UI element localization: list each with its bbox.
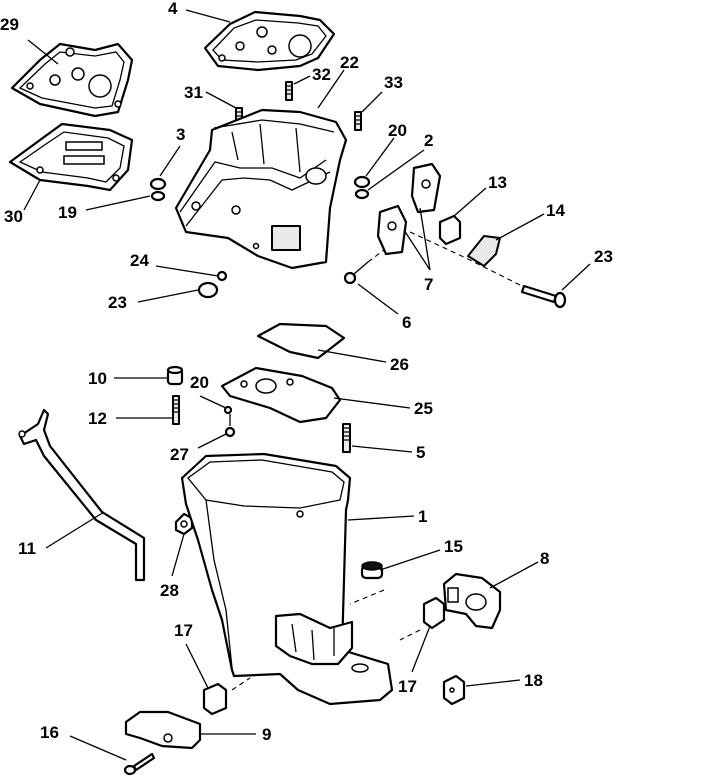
- plug-24: [197, 281, 219, 299]
- callout-18: 18: [524, 671, 543, 690]
- stud-5: [342, 423, 351, 453]
- callout-33: 32: [312, 65, 331, 84]
- callout-15: 14: [546, 201, 565, 220]
- callout-24: 23: [108, 293, 127, 312]
- callout-10: 10: [88, 369, 107, 388]
- callout-1: 1: [418, 507, 427, 526]
- washer-2: [354, 188, 370, 200]
- callout-22: 23: [594, 247, 613, 266]
- bracket-7: [376, 162, 442, 256]
- callout-11: 11: [18, 539, 36, 558]
- callout-12: 12: [88, 409, 107, 428]
- callout-13: 13: [488, 173, 507, 192]
- screw-28: [224, 414, 236, 438]
- callout-29: 28: [160, 581, 179, 600]
- callout-16: 16: [40, 723, 59, 742]
- bumper-17-left: [202, 682, 228, 716]
- bumper-17-right: [422, 596, 446, 630]
- assembly-line-17-left: [231, 677, 251, 691]
- bumper-18: [442, 674, 466, 706]
- callout-17-right: 17: [398, 677, 417, 696]
- callout-8: 8: [540, 549, 549, 568]
- screw-16: [123, 752, 156, 776]
- callout-3: 3: [176, 125, 185, 144]
- callout-28: 27: [170, 445, 189, 464]
- callout-31: 30: [4, 207, 23, 226]
- bushing-10: [166, 365, 184, 386]
- callout-21: 20: [388, 121, 407, 140]
- stud-12: [172, 395, 180, 425]
- gasket-27: [256, 322, 346, 360]
- plate-31: [8, 122, 134, 192]
- callout-19: 19: [58, 203, 77, 222]
- assembly-line-14: [349, 589, 385, 605]
- washer-25: [216, 270, 228, 282]
- callout-32: 31: [184, 83, 203, 102]
- screw-6: [343, 261, 369, 285]
- callout-34: 33: [384, 73, 403, 92]
- exhaust-housing-1: [180, 452, 394, 706]
- assembly-line-22: [409, 231, 523, 287]
- gasket-4: [203, 10, 336, 72]
- nut-29: [174, 512, 194, 536]
- callout-17-left: 17: [174, 621, 193, 640]
- assembly-line-6: [367, 249, 385, 263]
- callout-25: 24: [130, 251, 149, 270]
- stud-34: [354, 111, 362, 131]
- grommet-14: [360, 561, 384, 580]
- callout-7: 7: [424, 275, 433, 294]
- water-tube-11: [18, 408, 146, 582]
- assembly-line-17: [399, 629, 421, 641]
- callout-4: 4: [168, 0, 178, 18]
- callout-26: 25: [414, 399, 433, 418]
- callout-23: 22: [340, 53, 359, 72]
- callout-labels: 29 4 30 31 32 22 33 3 19 20 2 13 14 23 7…: [0, 0, 613, 744]
- callout-14: 15: [444, 537, 463, 556]
- callout-5: 5: [416, 443, 425, 462]
- mount-8: [442, 572, 502, 630]
- callout-9: 9: [262, 725, 271, 744]
- bumper-13: [438, 214, 462, 246]
- callout-2: 2: [424, 131, 433, 150]
- bolt-22: [520, 284, 567, 309]
- plate-15: [467, 235, 501, 267]
- plate-26: [220, 366, 342, 424]
- callout-6: 6: [402, 313, 411, 332]
- leader-lines: [23, 9, 591, 761]
- callout-20: 20: [190, 373, 209, 392]
- dowel-20: [223, 405, 233, 415]
- gasket-30: [10, 42, 134, 118]
- adapter-housing-23: [174, 108, 348, 270]
- callout-27: 26: [390, 355, 409, 374]
- clamp-9: [124, 710, 202, 750]
- stud-33: [285, 81, 293, 101]
- callout-30: 29: [0, 15, 19, 34]
- washer-19: [150, 190, 166, 202]
- washer-3: [149, 177, 167, 191]
- washer-21: [353, 175, 371, 189]
